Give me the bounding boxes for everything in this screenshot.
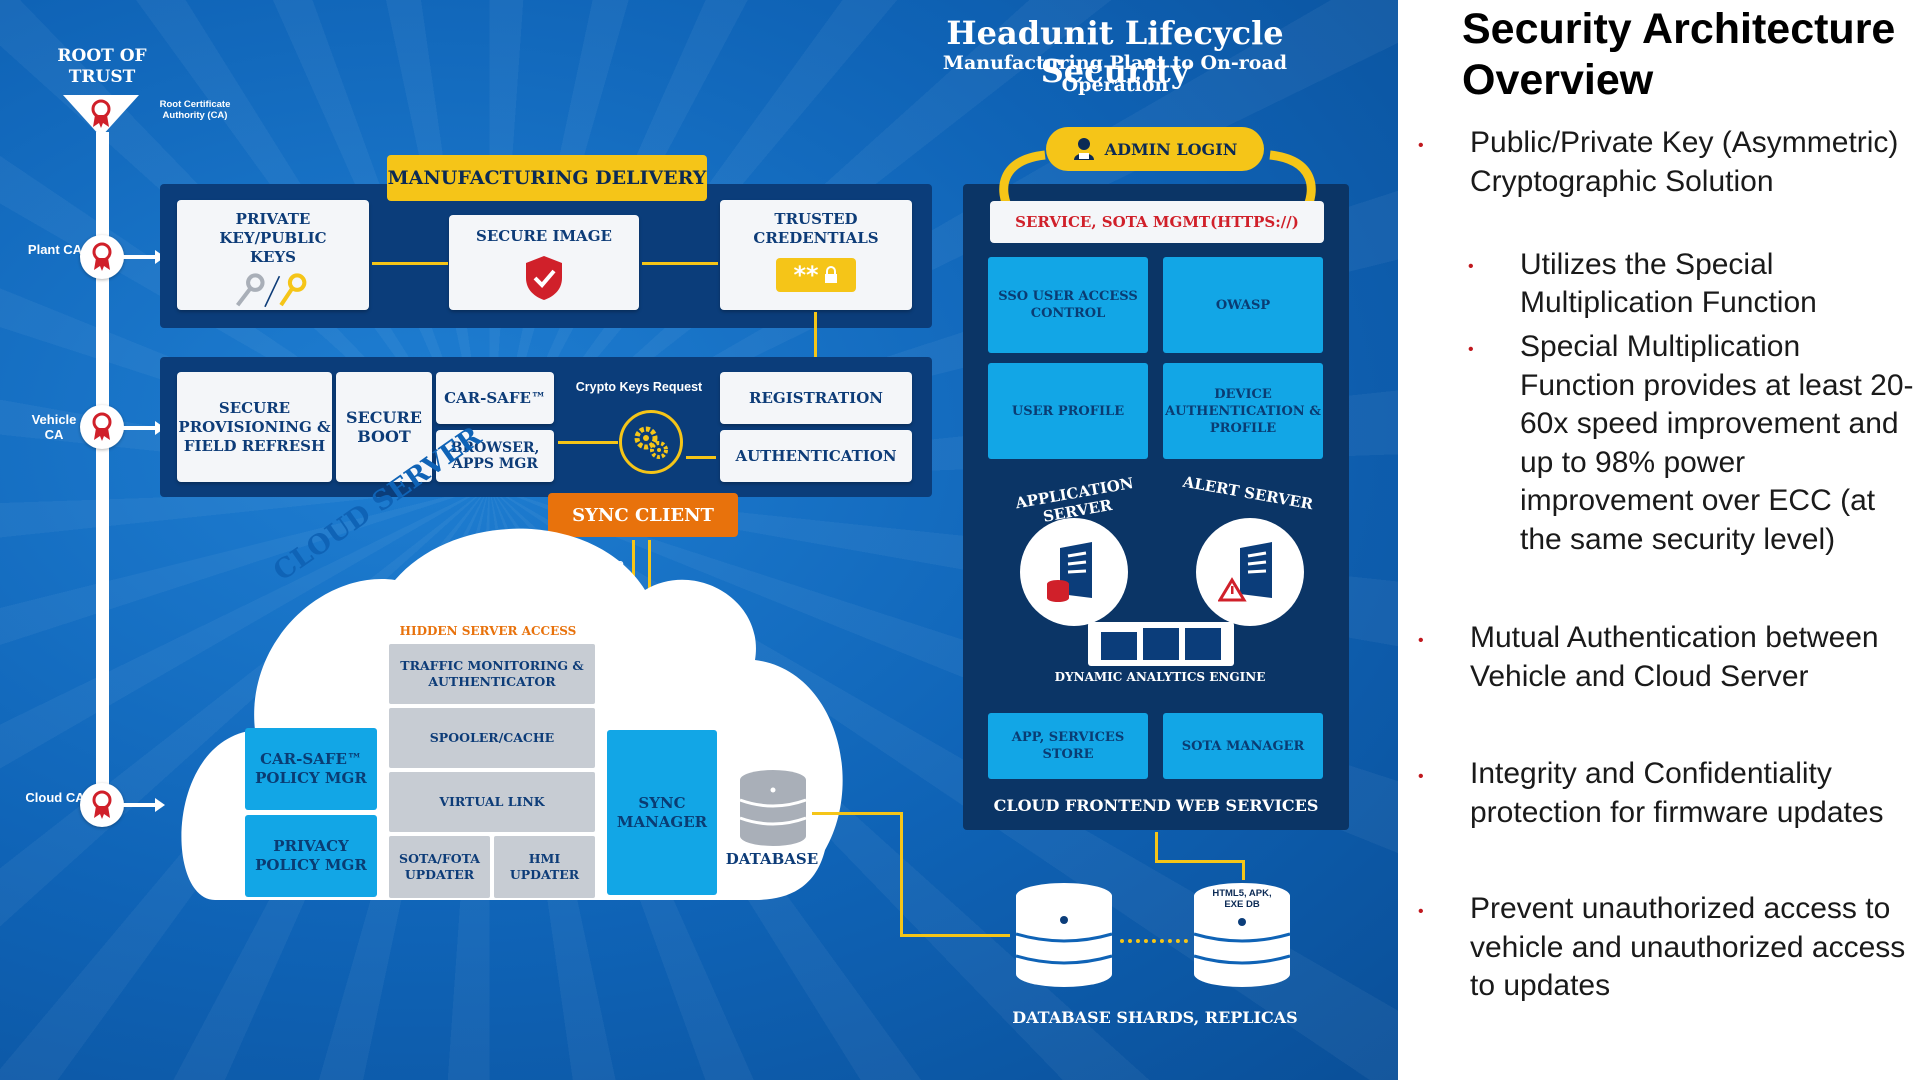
- lock-icon: [824, 266, 837, 283]
- root-of-trust-label: ROOT OF TRUST: [57, 46, 147, 87]
- connector-line: [812, 812, 902, 815]
- registration-card: REGISTRATION: [720, 372, 912, 424]
- trusted-credentials-label: TRUSTED CREDENTIALS: [753, 210, 879, 247]
- secure-provisioning-card: SECURE PROVISIONING & FIELD REFRESH: [177, 372, 332, 482]
- replica-database-icon: [1193, 883, 1291, 987]
- connector-line: [558, 441, 618, 444]
- analytics-engine-icon: [1088, 622, 1234, 666]
- secure-boot-card: SECURE BOOT: [336, 372, 432, 482]
- bullet-marker: •: [1468, 341, 1474, 358]
- shield-icon: [526, 256, 562, 300]
- bullet-item: Public/Private Key (Asymmetric) Cryptogr…: [1470, 126, 1899, 198]
- vehicle-ca-arrow: [115, 421, 165, 435]
- app-store-tile: APP, SERVICES STORE: [988, 713, 1148, 779]
- ribbon-icon: [80, 405, 124, 449]
- shard-database-icon: [1015, 883, 1113, 987]
- connector-line: [814, 312, 817, 372]
- service-sota-bar: SERVICE, SOTA MGMT(HTTPS://): [990, 201, 1324, 243]
- car-safe-policy-tile: CAR-SAFE™ POLICY MGR: [245, 728, 377, 810]
- authentication-card: AUTHENTICATION: [720, 430, 912, 482]
- database-icon: [739, 770, 807, 846]
- connector-line: [900, 934, 1010, 937]
- asterisk-glyphs: **: [793, 260, 819, 289]
- hmi-updater-tile: HMI UPDATER: [494, 836, 595, 898]
- private-keys-card: PRIVATE KEY/PUBLIC KEYS: [177, 200, 369, 310]
- alert-server-icon: [1196, 518, 1304, 626]
- secure-image-card: SECURE IMAGE: [449, 215, 639, 310]
- hidden-server-access-label: HIDDEN SERVER ACCESS: [399, 624, 577, 638]
- cloud-frontend-label: CLOUD FRONTEND WEB SERVICES: [993, 796, 1319, 815]
- owasp-tile: OWASP: [1163, 257, 1323, 353]
- password-icon: **: [776, 258, 856, 292]
- connector-line: [1242, 860, 1245, 880]
- bullet-item: Integrity and Confidentiality protection…: [1470, 757, 1884, 829]
- cloud-ca-label: Cloud CA: [25, 790, 85, 805]
- bullet-item: Mutual Authentication between Vehicle an…: [1470, 621, 1879, 693]
- connector-line: [372, 262, 448, 265]
- connector-line: [1155, 860, 1243, 863]
- manufacturing-delivery-tag: MANUFACTURING DELIVERY: [387, 155, 707, 201]
- spooler-cache-tile: SPOOLER/CACHE: [389, 708, 595, 768]
- root-funnel-icon: [63, 95, 139, 137]
- security-diagram: Headunit Lifecycle Security Manufacturin…: [0, 0, 1398, 1080]
- slide-title: Security Architecture Overview: [1462, 5, 1896, 104]
- admin-user-icon: [1073, 138, 1094, 160]
- connector-line: [1155, 832, 1158, 862]
- root-ca-label: Root Certificate Authority (CA): [159, 99, 231, 121]
- private-keys-label: PRIVATE KEY/PUBLIC KEYS: [219, 210, 327, 266]
- sync-manager-tile: SYNC MANAGER: [607, 730, 717, 895]
- secure-link-line: [648, 540, 651, 606]
- admin-login-label: ADMIN LOGIN: [1104, 139, 1238, 159]
- application-server-icon: [1020, 518, 1128, 626]
- traffic-monitoring-tile: TRAFFIC MONITORING & AUTHENTICATOR: [389, 644, 595, 704]
- cloud-ca-arrow: [115, 798, 165, 812]
- connector-line: [686, 456, 716, 459]
- trusted-credentials-card: TRUSTED CREDENTIALS **: [720, 200, 912, 310]
- crypto-keys-request-label: Crypto Keys Request: [575, 380, 703, 394]
- keys-icon: [236, 273, 307, 308]
- admin-login-tag[interactable]: ADMIN LOGIN: [1046, 127, 1264, 171]
- analytics-engine-label: DYNAMIC ANALYTICS ENGINE: [1054, 670, 1266, 684]
- diagram-subtitle: Manufacturing Plant to On-road Operation: [942, 52, 1288, 96]
- browser-apps-card: BROWSER, APPS MGR: [436, 430, 554, 482]
- replication-link: [1120, 939, 1188, 943]
- trust-chain-line: [96, 132, 109, 818]
- diagram-title: Headunit Lifecycle Security: [946, 14, 1284, 90]
- bullet-marker: •: [1418, 768, 1424, 785]
- privacy-policy-tile: PRIVACY POLICY MGR: [245, 815, 377, 897]
- connector-line: [642, 262, 718, 265]
- html5-db-label: HTML5, APK, EXE DB: [1212, 888, 1272, 910]
- database-label: DATABASE: [725, 850, 819, 868]
- secure-image-label: SECURE IMAGE: [476, 227, 612, 245]
- plant-ca-label: Plant CA: [27, 242, 83, 257]
- gears-icon: [619, 410, 683, 474]
- device-auth-tile: DEVICE AUTHENTICATION & PROFILE: [1163, 363, 1323, 459]
- bullet-marker: •: [1468, 258, 1474, 275]
- bullet-item: Utilizes the Special Multiplication Func…: [1520, 248, 1817, 319]
- bullet-marker: •: [1418, 137, 1424, 154]
- virtual-link-tile: VIRTUAL LINK: [389, 772, 595, 832]
- bullet-marker: •: [1418, 632, 1424, 649]
- sso-tile: SSO USER ACCESS CONTROL: [988, 257, 1148, 353]
- car-safe-card: CAR-SAFE™: [436, 372, 554, 424]
- bullet-marker: •: [1418, 903, 1424, 920]
- connector-line: [900, 812, 903, 936]
- user-profile-tile: USER PROFILE: [988, 363, 1148, 459]
- secure-link-line: [632, 540, 635, 606]
- sync-client-tag: SYNC CLIENT: [548, 493, 738, 537]
- sota-manager-tile: SOTA MANAGER: [1163, 713, 1323, 779]
- plant-ca-arrow: [115, 250, 165, 264]
- bullet-item: Special Multiplication Function provides…: [1520, 330, 1914, 556]
- sota-fota-tile: SOTA/FOTA UPDATER: [389, 836, 490, 898]
- bullet-item: Prevent unauthorized access to vehicle a…: [1470, 892, 1906, 1002]
- db-shards-label: DATABASE SHARDS, REPLICAS: [1012, 1008, 1298, 1027]
- vehicle-ca-label: Vehicle CA: [31, 412, 77, 442]
